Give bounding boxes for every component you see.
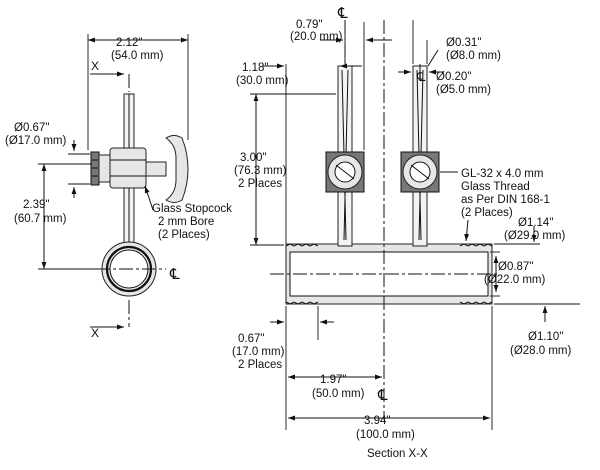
- dim-overall-length-mm: (100.0 mm): [356, 429, 415, 441]
- dim-plug-dia-mm: (Ø17.0 mm): [5, 135, 67, 147]
- dim-tube-inner-dia-mm: (Ø22.0 mm): [484, 274, 546, 286]
- section-caption: Section X-X: [367, 448, 428, 460]
- label-glass-stopcock: Glass Stopcock: [152, 203, 232, 215]
- dim-tube-outer-dia-mm: (Ø29.0 mm): [504, 230, 566, 242]
- dim-arm-outer-dia-mm: (Ø8.0 mm): [446, 50, 501, 62]
- centerline-symbol: ℄: [169, 266, 180, 283]
- dim-height-mm: (60.7 mm): [14, 213, 67, 225]
- label-two-places-thread: (2 Places): [461, 207, 513, 219]
- centerline-symbol-bottom: ℄: [377, 387, 388, 404]
- dim-width-mm: (54.0 mm): [111, 50, 164, 62]
- stopcock-plug-collar: [98, 154, 111, 183]
- dim-thread-dia-in: Ø1.10": [528, 331, 563, 343]
- stopcock-body: [109, 147, 147, 189]
- dim-end-offset-in: 1.18": [242, 62, 268, 74]
- stopcock-handle-stem: [145, 161, 167, 177]
- dim-arm-offset-in: 0.79": [296, 19, 322, 31]
- dim-thread-length-count: 2 Places: [238, 359, 282, 371]
- label-glass-thread: Glass Thread: [461, 181, 530, 193]
- dim-thread-dia-mm: (Ø28.0 mm): [510, 345, 572, 357]
- label-bore: 2 mm Bore: [158, 216, 214, 228]
- dim-arm-inner-dia-mm: (Ø5.0 mm): [436, 84, 491, 96]
- centerline-symbol-top: ℄: [337, 5, 348, 22]
- label-two-places-stopcock: (2 Places): [158, 229, 210, 241]
- dim-plug-dia-in: Ø0.67": [14, 122, 49, 134]
- section-view: ℄ ℄ 0.79" (20.0 mm) 1.18" (30.0 mm) 3.00…: [232, 5, 580, 460]
- label-din-standard: as Per DIN 168-1: [461, 194, 550, 206]
- dim-arm-inner-dia-in: Ø0.20": [436, 71, 471, 83]
- dim-end-offset-mm: (30.0 mm): [236, 75, 289, 87]
- section-marker-top: X: [91, 59, 99, 73]
- dim-half-length-in: 1.97": [320, 374, 346, 386]
- dim-thread-length-mm: (17.0 mm): [232, 346, 285, 358]
- dim-arm-height-mm: (76.3 mm): [234, 165, 287, 177]
- label-gl32-thread: GL-32 x 4.0 mm: [461, 168, 543, 180]
- dim-tube-outer-dia-in: Ø1.14": [518, 217, 553, 229]
- dim-tube-inner-dia-in: Ø0.87": [498, 261, 533, 273]
- section-marker-bottom: X: [91, 326, 99, 340]
- dim-height-in: 2.39": [23, 199, 49, 211]
- stopcock-t-handle: [165, 135, 189, 203]
- dim-arm-height-count: 2 Places: [238, 178, 282, 190]
- dim-arm-height-in: 3.00": [240, 152, 266, 164]
- dim-thread-length-in: 0.67": [238, 333, 264, 345]
- dim-half-length-mm: (50.0 mm): [312, 388, 365, 400]
- dim-arm-offset-mm: (20.0 mm): [290, 31, 343, 43]
- dim-width-in: 2.12": [116, 37, 142, 49]
- dim-arm-outer-dia-in: Ø0.31": [446, 37, 481, 49]
- side-view: ℄ X X 2.12" (54.0 mm) Ø0.67" (Ø17.0 mm) …: [5, 34, 232, 340]
- centerline-symbol-right-arm: ℄: [416, 69, 426, 84]
- dim-overall-length-in: 3.94": [364, 415, 390, 427]
